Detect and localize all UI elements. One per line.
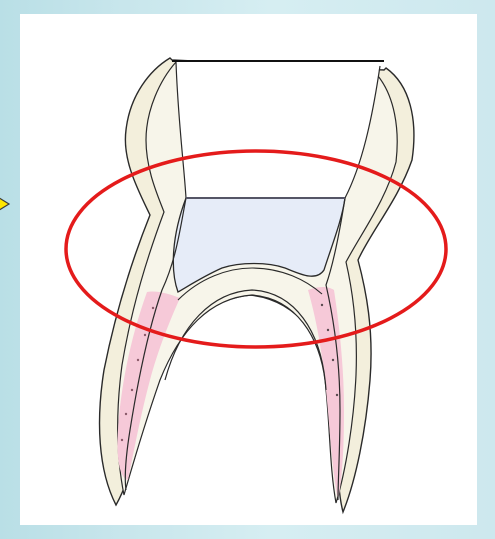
access-cavity [176,62,380,198]
